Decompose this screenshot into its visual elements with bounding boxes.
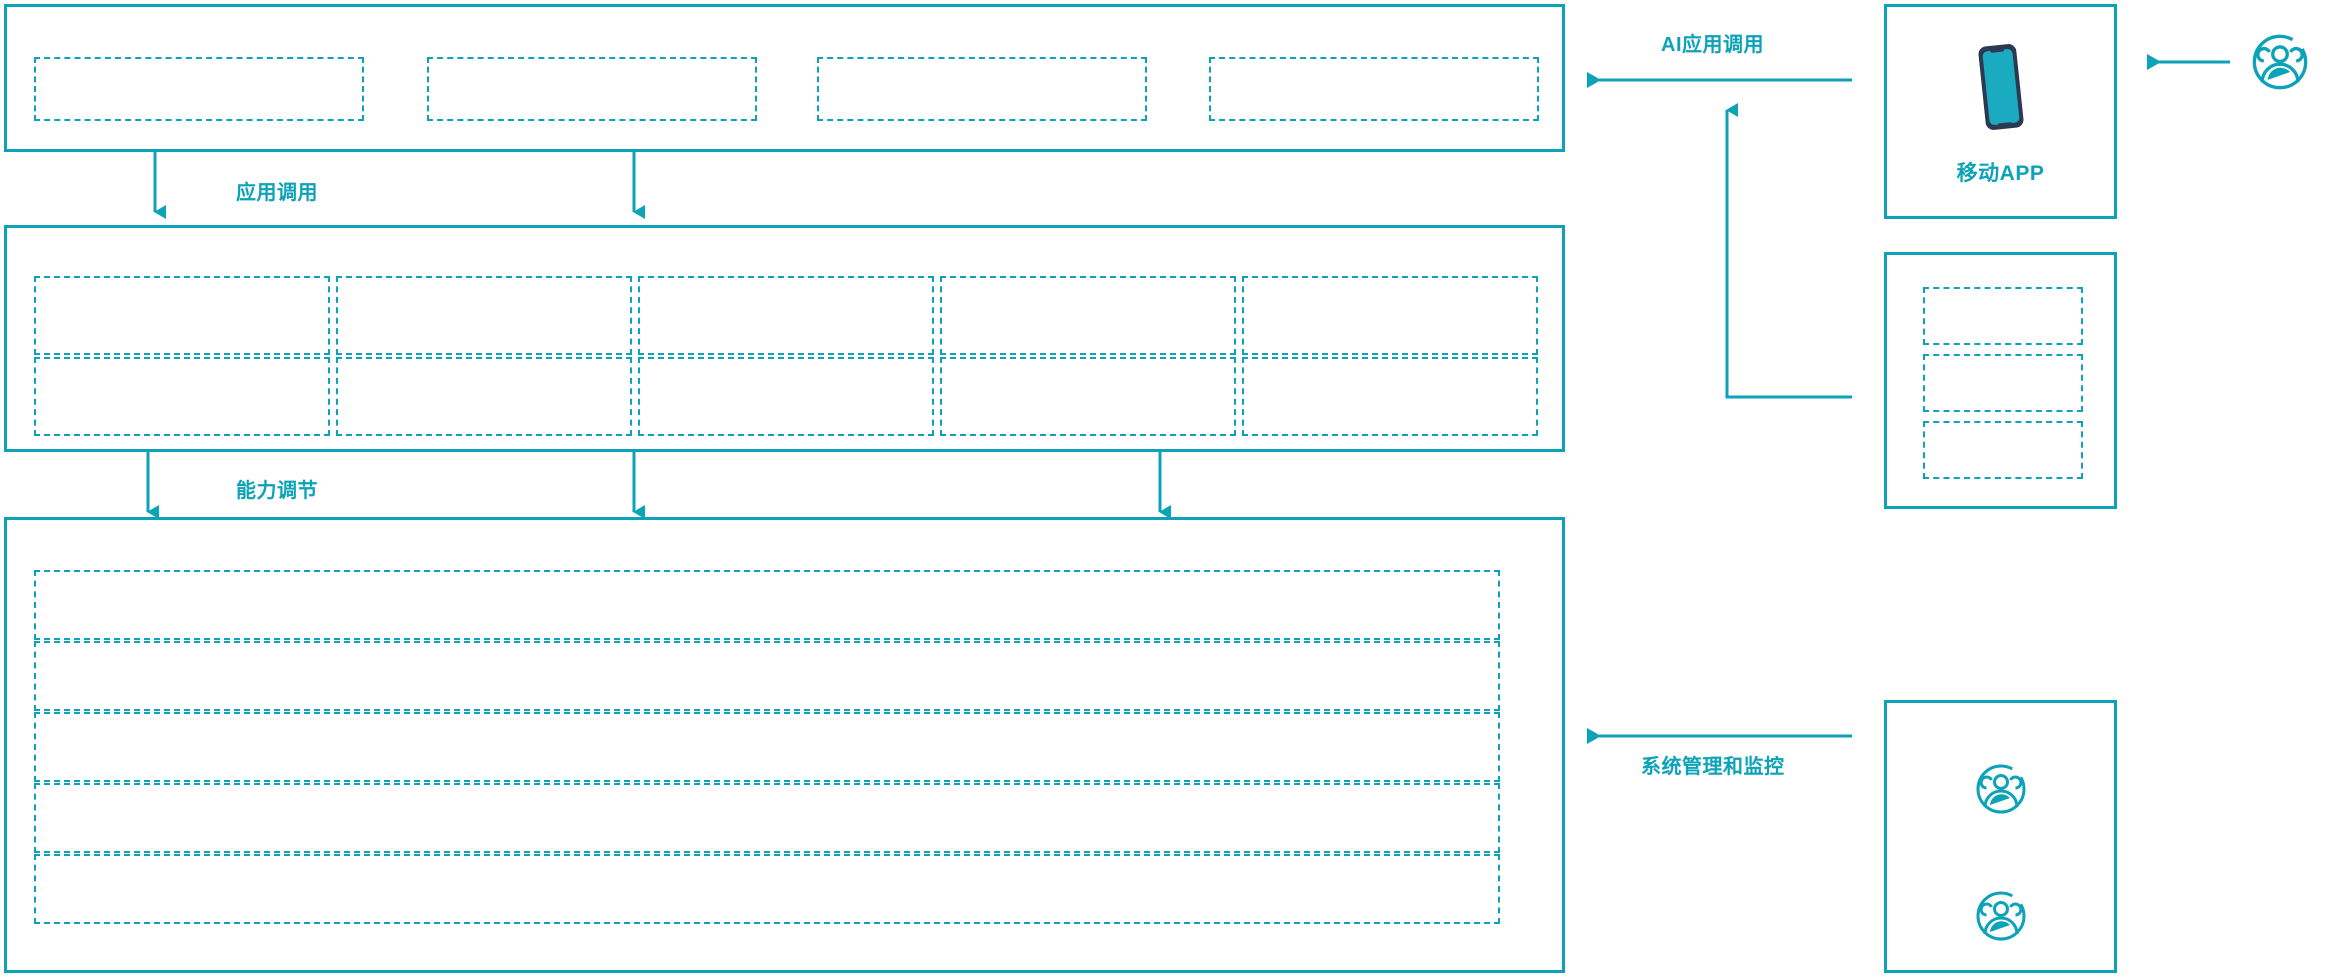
connector-label-capability-adjust: 能力调节 [236,480,318,502]
application-layer-box-1[interactable] [34,57,364,121]
capability-layer-box-r1c3[interactable] [638,276,934,355]
mobile-app-card-label: 移动APP [1956,162,2045,185]
operations-card[interactable] [1884,700,2117,973]
application-layer-box-4[interactable] [1209,57,1539,121]
capability-layer-box-r2c2[interactable] [336,357,632,436]
capability-layer-box-r2c5[interactable] [1242,357,1538,436]
connector-label-app-call: 应用调用 [236,182,318,204]
application-layer-box-3[interactable] [817,57,1147,121]
infrastructure-layer-row-1[interactable] [34,570,1500,640]
capability-layer-box-r2c4[interactable] [940,357,1236,436]
capability-layer-box-r2c1[interactable] [34,357,330,436]
connector-label-ai-app-call: AI应用调用 [1661,34,1764,56]
capability-layer-panel [4,225,1565,452]
capability-layer-box-r1c2[interactable] [336,276,632,355]
channel-card-box-2[interactable] [1923,354,2083,412]
capability-layer-box-r1c5[interactable] [1242,276,1538,355]
infrastructure-layer-row-5[interactable] [34,854,1500,924]
infrastructure-layer-panel [4,517,1565,973]
infrastructure-layer-row-3[interactable] [34,712,1500,782]
mobile-app-card[interactable]: 移动APP [1884,4,2117,219]
users-group-icon [1975,763,2027,815]
connector-label-system-admin-monitor: 系统管理和监控 [1641,756,1785,778]
connector-capability-to-ai [1725,103,1852,399]
channel-card-box-3[interactable] [1923,421,2083,479]
smartphone-icon [1969,39,2033,135]
application-layer-panel [4,4,1565,152]
capability-layer-box-r2c3[interactable] [638,357,934,436]
application-layer-box-2[interactable] [427,57,757,121]
capability-layer-box-r1c4[interactable] [940,276,1236,355]
infrastructure-layer-row-4[interactable] [34,783,1500,853]
channel-card-box-1[interactable] [1923,287,2083,345]
channel-card[interactable] [1884,252,2117,509]
infrastructure-layer-row-2[interactable] [34,641,1500,711]
end-user-actor[interactable] [2251,33,2309,91]
capability-layer-box-r1c1[interactable] [34,276,330,355]
users-group-icon [1975,890,2027,942]
